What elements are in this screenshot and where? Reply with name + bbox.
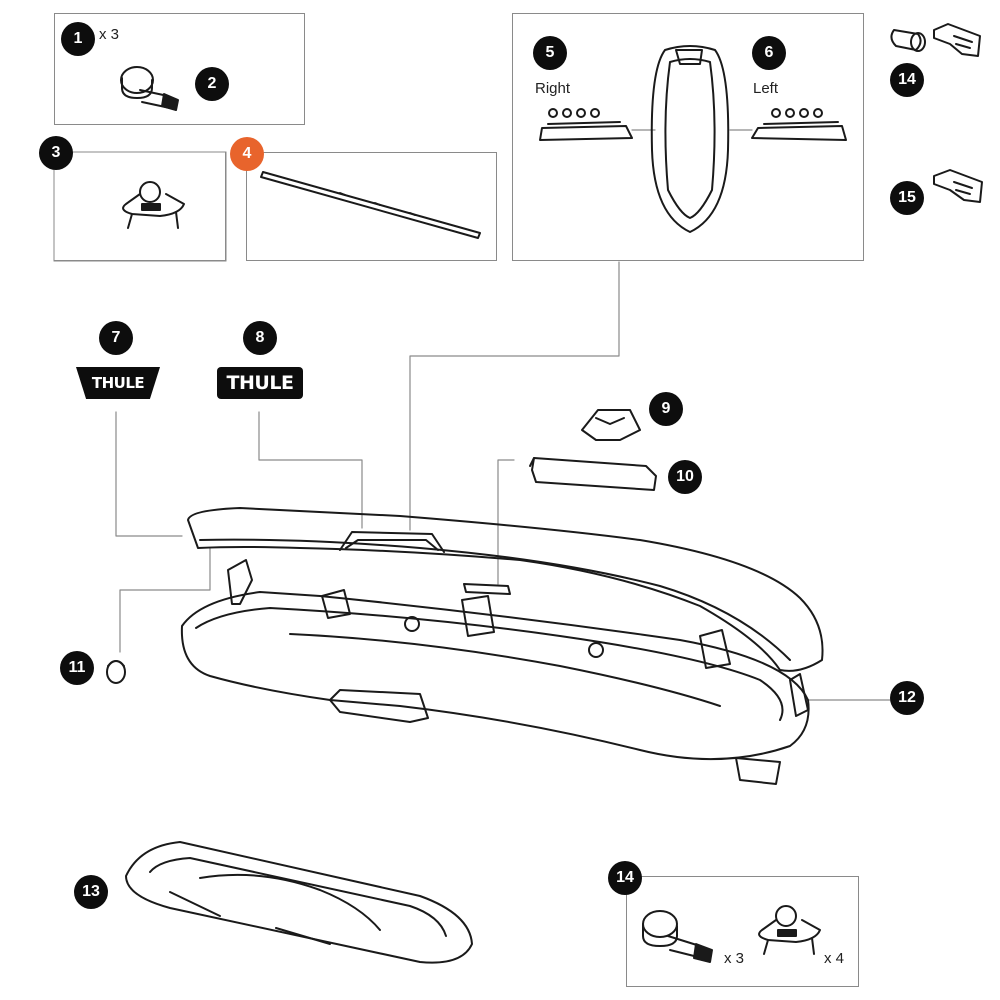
leader-lines <box>115 261 891 701</box>
badge-9: 9 <box>649 392 683 426</box>
badge-3: 3 <box>39 136 73 170</box>
badge-15: 15 <box>890 181 924 215</box>
badge-2: 2 <box>195 67 229 101</box>
handle-right-drawing <box>539 108 656 141</box>
qty-label-clamp: x 4 <box>824 950 845 967</box>
badge-13: 13 <box>74 875 108 909</box>
badge-14-top: 14 <box>890 63 924 97</box>
part-10-drawing <box>529 457 657 491</box>
badge-11: 11 <box>60 651 94 685</box>
logo-text-8: THULE <box>226 372 294 394</box>
key-drawing-15 <box>933 169 983 203</box>
badge-6: 6 <box>752 36 786 70</box>
qty-label-1: x 3 <box>99 26 120 43</box>
panel-part-14-bottom <box>626 876 859 987</box>
strap-drawing-bottom <box>642 910 713 963</box>
panel-3-borders <box>53 151 227 262</box>
badge-5: 5 <box>533 36 567 70</box>
badge-14-bottom: 14 <box>608 861 642 895</box>
badge-10: 10 <box>668 460 702 494</box>
strap-drawing <box>120 66 179 111</box>
key-drawing-14 <box>933 23 981 57</box>
part-9-drawing <box>581 409 641 441</box>
thule-logo-7: THULE <box>76 367 160 399</box>
box-base-drawing <box>125 841 473 964</box>
logo-text-7: THULE <box>91 374 145 392</box>
side-label-left: Left <box>753 80 779 97</box>
panel-parts-5-6 <box>512 13 864 261</box>
badge-7: 7 <box>99 321 133 355</box>
box-top-view-drawing <box>650 45 730 233</box>
badge-8: 8 <box>243 321 277 355</box>
panel-part-4 <box>246 152 497 261</box>
rail-drawing <box>260 171 481 239</box>
part-11-drawing <box>106 660 126 684</box>
badge-4: 4 <box>230 137 264 171</box>
roof-box-drawing <box>180 507 824 785</box>
badge-12: 12 <box>890 681 924 715</box>
qty-label-strap: x 3 <box>724 950 745 967</box>
clamp-drawing-bottom <box>758 905 821 955</box>
badge-1: 1 <box>61 22 95 56</box>
lock-cylinder-drawing <box>890 29 926 52</box>
panel-parts-1-2 <box>54 13 305 125</box>
handle-left-drawing <box>729 108 847 141</box>
thule-logo-8: THULE <box>217 367 303 399</box>
side-label-right: Right <box>535 80 571 97</box>
clamp-drawing <box>122 181 185 229</box>
